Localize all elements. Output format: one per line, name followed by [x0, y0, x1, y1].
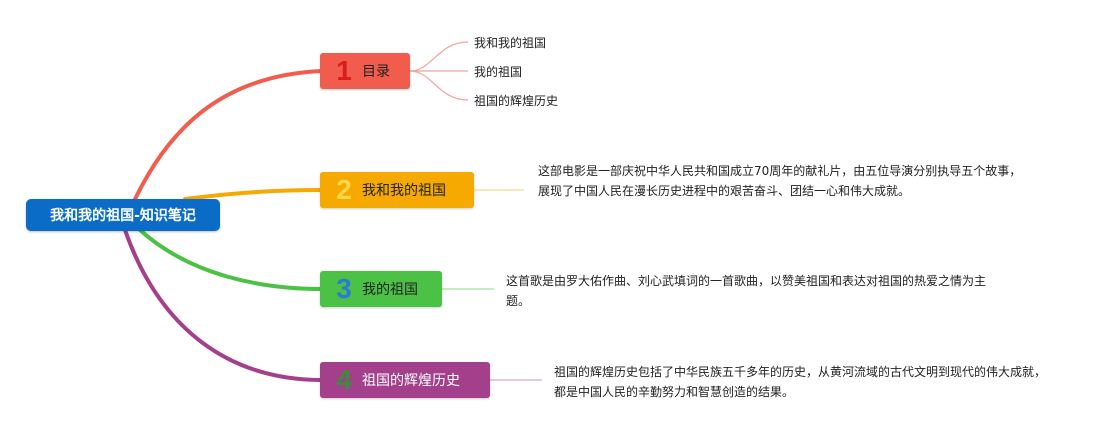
branch-number-4: 4	[336, 364, 352, 395]
branch-node-4[interactable]: 4 祖国的辉煌历史	[320, 362, 490, 398]
sub-node-3[interactable]: 祖国的辉煌历史	[474, 94, 559, 108]
branch-label-1: 目录	[362, 64, 390, 80]
connector-sub-1	[409, 41, 469, 72]
branch-number-2: 2	[336, 174, 352, 205]
root-node[interactable]: 我和我的祖国-知识笔记	[26, 199, 220, 231]
connector-sub-3	[409, 70, 469, 101]
branch-node-3[interactable]: 3 我的祖国	[320, 271, 442, 307]
branch-label-3: 我的祖国	[362, 282, 418, 298]
branch-label-2: 我和我的祖国	[362, 183, 446, 199]
branch-number-3: 3	[336, 273, 352, 304]
description-2[interactable]: 这部电影是一部庆祝中华人民共和国成立70周年的献礼片，由五位导演分别执导五个故事…	[538, 164, 1022, 198]
description-4[interactable]: 祖国的辉煌历史包括了中华民族五千多年的历史，从黄河流域的古代文明到现代的伟大成就…	[554, 365, 1047, 399]
description-3[interactable]: 这首歌是由罗大佑作曲、刘心武填词的一首歌曲，以赞美祖国和表达对祖国的热爱之情为主…	[506, 274, 987, 308]
connector-branch-3	[138, 228, 324, 291]
connector-branch-2	[183, 188, 324, 201]
branch-node-1[interactable]: 1 目录	[320, 53, 410, 89]
branch-label-4: 祖国的辉煌历史	[362, 373, 460, 389]
connector-branch-4	[123, 228, 324, 382]
root-label: 我和我的祖国-知识笔记	[50, 208, 196, 224]
sub-node-1[interactable]: 我和我的祖国	[474, 36, 547, 50]
branch-number-1: 1	[336, 55, 352, 86]
connector-branch-1	[128, 69, 324, 212]
sub-node-2[interactable]: 我的祖国	[474, 65, 523, 79]
branch-node-2[interactable]: 2 我和我的祖国	[320, 172, 474, 208]
